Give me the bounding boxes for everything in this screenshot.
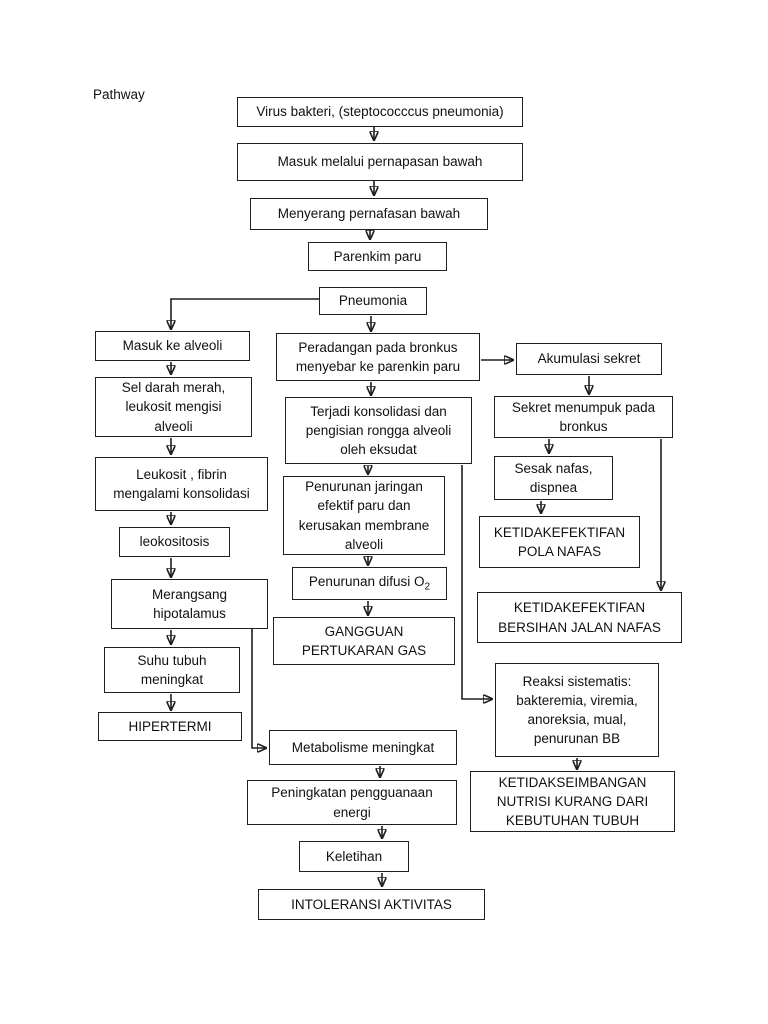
- node-peningkatan-energi: Peningkatan pengguanaan energi: [247, 780, 457, 825]
- node-ketidakefektifan-bersihan-jalan-nafas: KETIDAKEFEKTIFAN BERSIHAN JALAN NAFAS: [477, 592, 682, 643]
- node-label: Pneumonia: [338, 293, 408, 309]
- page-title: Pathway: [93, 87, 145, 102]
- node-akumulasi-sekret: Akumulasi sekret: [516, 343, 662, 375]
- node-sel-darah-merah: Sel darah merah, leukosit mengisi alveol…: [95, 377, 252, 437]
- node-label: KETIDAKEFEKTIFAN BERSIHAN JALAN NAFAS: [498, 600, 661, 635]
- node-label: Reaksi sistematis: bakteremia, viremia, …: [516, 673, 638, 747]
- node-masuk-ke-alveoli: Masuk ke alveoli: [95, 331, 250, 361]
- node-gangguan-pertukaran-gas: GANGGUAN PERTUKARAN GAS: [273, 617, 455, 665]
- node-virus-bakteri: Virus bakteri, (steptococccus pneumonia): [237, 97, 523, 127]
- node-label: leokositosis: [139, 534, 210, 550]
- node-label: INTOLERANSI AKTIVITAS: [291, 896, 452, 912]
- node-label: KETIDAKEFEKTIFAN POLA NAFAS: [493, 524, 626, 559]
- node-label: KETIDAKSEIMBANGAN NUTRISI KURANG DARI KE…: [496, 774, 649, 829]
- node-metabolisme-meningkat: Metabolisme meningkat: [269, 730, 457, 765]
- node-label: Keletihan: [325, 848, 383, 864]
- node-suhu-tubuh: Suhu tubuh meningkat: [104, 647, 240, 693]
- node-pneumonia: Pneumonia: [319, 287, 427, 315]
- node-label: Parenkim paru: [333, 248, 422, 264]
- node-label: Masuk melalui pernapasan bawah: [277, 154, 483, 170]
- node-label: Peradangan pada bronkus menyebar ke pare…: [295, 339, 461, 374]
- node-label: HIPERTERMI: [128, 718, 212, 734]
- node-label: Masuk ke alveoli: [122, 338, 223, 354]
- node-hipertermi: HIPERTERMI: [98, 712, 242, 741]
- node-label: Sel darah merah, leukosit mengisi alveol…: [121, 380, 226, 434]
- node-ketidakefektifan-pola-nafas: KETIDAKEFEKTIFAN POLA NAFAS: [479, 516, 640, 568]
- node-label: Sekret menumpuk pada bronkus: [511, 399, 656, 434]
- o2-subscript: 2: [424, 581, 431, 593]
- arrow-terjadi-to-reaksi: [461, 465, 492, 699]
- node-penurunan-difusi-o2: Penurunan difusi O2: [292, 567, 447, 600]
- node-label: Metabolisme meningkat: [291, 739, 435, 755]
- node-leokositosis: leokositosis: [119, 527, 230, 557]
- node-reaksi-sistematis: Reaksi sistematis: bakteremia, viremia, …: [495, 663, 659, 757]
- node-parenkim-paru: Parenkim paru: [308, 242, 447, 271]
- node-penurunan-jaringan: Penurunan jaringan efektif paru dan keru…: [283, 476, 445, 555]
- node-label: Akumulasi sekret: [537, 351, 641, 367]
- arrow-merangsang-to-metabolisme: [251, 629, 266, 748]
- node-label: Penurunan jaringan efektif paru dan keru…: [298, 479, 430, 552]
- node-label: Menyerang pernafasan bawah: [277, 206, 461, 222]
- node-label: Sesak nafas, dispnea: [514, 460, 593, 495]
- node-label: Peningkatan pengguanaan energi: [271, 785, 433, 820]
- node-label: GANGGUAN PERTUKARAN GAS: [301, 623, 427, 658]
- node-label: Leukosit , fibrin mengalami konsolidasi: [113, 466, 250, 501]
- node-leukosit-fibrin: Leukosit , fibrin mengalami konsolidasi: [95, 457, 268, 511]
- node-label: Virus bakteri, (steptococccus pneumonia): [256, 104, 504, 120]
- node-label: Merangsang hipotalamus: [151, 586, 228, 621]
- node-sesak-nafas: Sesak nafas, dispnea: [494, 456, 613, 500]
- node-ketidakseimbangan-nutrisi: KETIDAKSEIMBANGAN NUTRISI KURANG DARI KE…: [470, 771, 675, 832]
- node-keletihan: Keletihan: [299, 841, 409, 872]
- node-label: Terjadi konsolidasi dan pengisian rongga…: [305, 403, 452, 458]
- node-peradangan-bronkus: Peradangan pada bronkus menyebar ke pare…: [276, 333, 480, 381]
- arrow-pneumonia-to-masuk-alveoli: [171, 298, 319, 329]
- node-sekret-menumpuk: Sekret menumpuk pada bronkus: [494, 396, 673, 438]
- node-masuk-pernapasan-bawah: Masuk melalui pernapasan bawah: [237, 143, 523, 181]
- node-merangsang-hipotalamus: Merangsang hipotalamus: [111, 579, 268, 629]
- node-menyerang-pernafasan-bawah: Menyerang pernafasan bawah: [250, 198, 488, 230]
- node-label: Penurunan difusi O2: [308, 574, 431, 593]
- node-intoleransi-aktivitas: INTOLERANSI AKTIVITAS: [258, 889, 485, 920]
- node-label: Suhu tubuh meningkat: [137, 652, 207, 687]
- node-terjadi-konsolidasi: Terjadi konsolidasi dan pengisian rongga…: [285, 397, 472, 464]
